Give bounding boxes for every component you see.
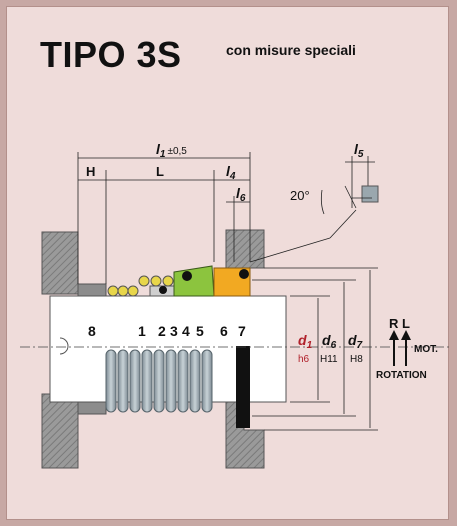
part-label: 8 <box>88 323 96 339</box>
dim-l: L <box>156 164 164 179</box>
part-label: 4 <box>182 323 190 339</box>
diameter-d6-tol: H11 <box>320 354 338 365</box>
dim-l6: l6 <box>236 185 246 204</box>
page-title: TIPO 3S <box>40 34 182 75</box>
diameter-d1-tol: h6 <box>298 354 310 365</box>
dimension-lines <box>77 152 378 431</box>
part-label: 7 <box>238 323 246 339</box>
detail-seal <box>361 185 379 203</box>
seal-assembly-top <box>107 265 251 297</box>
dim-l1: l1±0,5 <box>156 141 187 160</box>
dim-l5: l5 <box>354 141 364 160</box>
left-flange <box>41 231 107 469</box>
part-label: 1 <box>138 323 146 339</box>
part-numbers: 8 1 2 3 4 5 6 7 <box>88 323 246 339</box>
rotation-mot: MOT. <box>414 344 438 355</box>
spring-coils <box>105 349 213 413</box>
part-label: 6 <box>220 323 228 339</box>
diameter-d7-tol: H8 <box>350 354 363 365</box>
diameter-d1: d1 <box>298 332 313 351</box>
dim-angle: 20° <box>290 188 310 203</box>
rotation-label: ROTATION <box>376 370 427 381</box>
diameter-d6: d6 <box>322 332 337 351</box>
dim-l4: l4 <box>226 163 236 182</box>
shaft-notch <box>59 337 69 355</box>
diameter-d7: d7 <box>348 332 363 351</box>
part-label: 3 <box>170 323 178 339</box>
part-label: 5 <box>196 323 204 339</box>
page-subtitle: con misure speciali <box>226 42 356 58</box>
rotation-indicator: R L MOT. ROTATION <box>376 316 438 381</box>
rotation-r: R <box>389 316 399 331</box>
arrow-up-icon <box>389 330 399 340</box>
seat-bar <box>236 346 250 428</box>
dim-h: H <box>86 164 95 179</box>
arrow-up-icon <box>401 330 411 340</box>
rotation-l: L <box>402 316 410 331</box>
part-label: 2 <box>158 323 166 339</box>
